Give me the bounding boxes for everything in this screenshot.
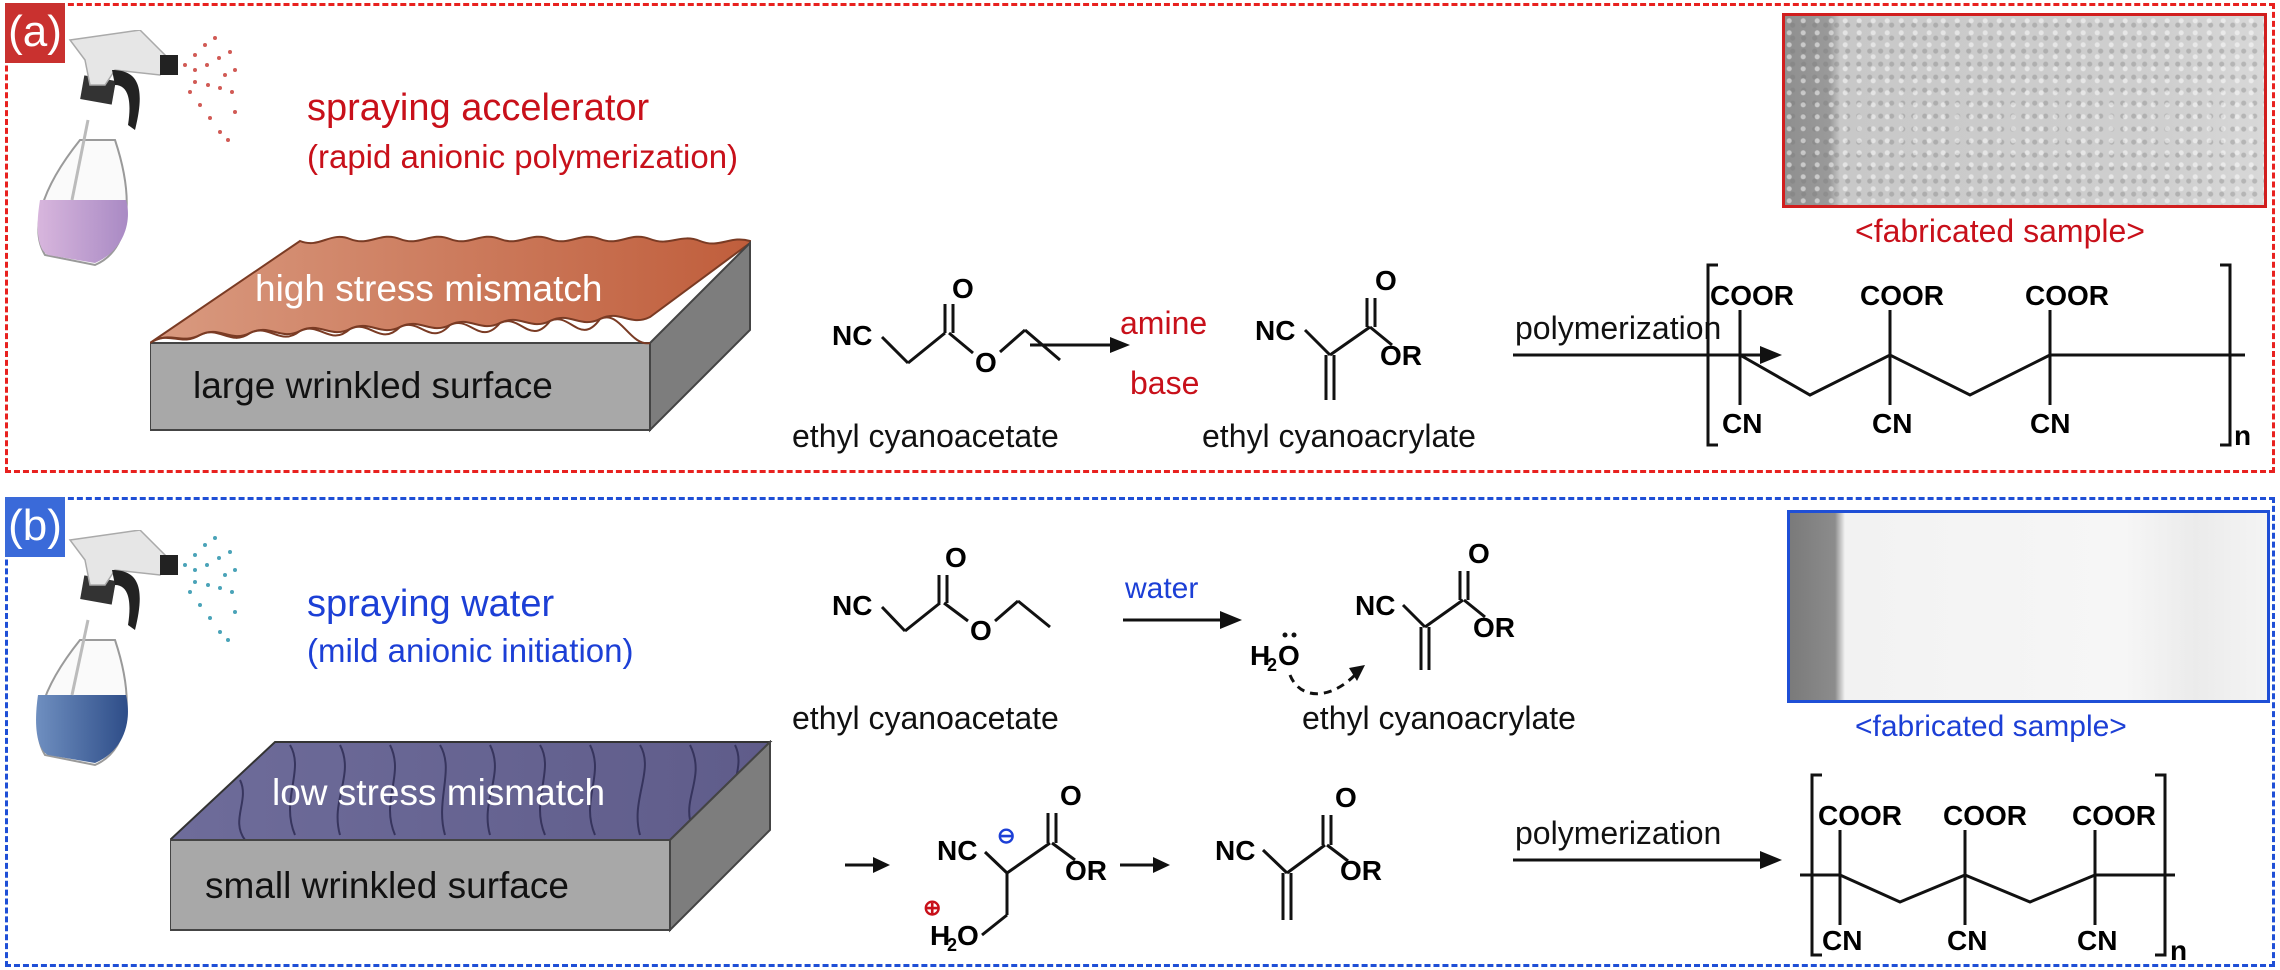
subscript-2: 2 — [1267, 655, 1277, 675]
reagent-water: water — [1125, 572, 1199, 605]
atom-o: O — [1468, 538, 1490, 569]
group-coor: COOR — [1818, 800, 1902, 831]
spray-mist — [183, 536, 237, 642]
polymer-structure-a: COOR COOR COOR CN CN CN — [1700, 263, 2245, 447]
reaction-arrow-a1 — [1030, 337, 1130, 353]
fabricated-sample-photo-a — [1782, 13, 2267, 208]
zwitterion-intermediate: NC ⊖ O OR ⊕ H 2 O — [923, 780, 1107, 955]
atom-nc: NC — [1355, 590, 1395, 621]
repeat-unit-n-a: n — [2234, 420, 2251, 451]
reactant-name-b: ethyl cyanoacetate — [792, 700, 1059, 736]
block-a-side-label: large wrinkled surface — [193, 365, 553, 406]
wrinkled-block-a — [150, 235, 751, 433]
group-coor: COOR — [1710, 280, 1794, 311]
panel-a: (a) — [5, 3, 2275, 473]
bracket-left — [1810, 773, 1822, 957]
lone-pair-dot — [1291, 632, 1297, 638]
panel-b-tag: (b) — [5, 497, 65, 557]
block-b-top-label: low stress mismatch — [272, 772, 606, 813]
group-cn: CN — [1822, 925, 1862, 956]
dashed-attack-arrow — [1288, 673, 1357, 696]
group-cn: CN — [2077, 925, 2117, 956]
block-b-side — [669, 740, 771, 933]
positive-charge: ⊕ — [923, 895, 941, 920]
atom-o: O — [952, 273, 974, 304]
panel-a-subtitle: (rapid anionic polymerization) — [307, 138, 739, 175]
atom-o: O — [1335, 782, 1357, 813]
photo-caption-b: <fabricated sample> — [1855, 710, 2127, 743]
lone-pair-dot — [1282, 632, 1288, 638]
group-coor: COOR — [2025, 280, 2109, 311]
group-cn: CN — [1872, 408, 1912, 439]
bottle-liquid — [37, 200, 128, 263]
wrinkled-block-b — [170, 740, 773, 933]
panel-b-title: spraying water — [307, 583, 555, 625]
ethyl-cyanoacetate-structure-a: NC O O — [832, 273, 1061, 378]
bottle-liquid — [36, 695, 128, 763]
group-cn: CN — [2030, 408, 2070, 439]
panel-a-tag: (a) — [5, 3, 65, 63]
spray-mist — [183, 36, 237, 142]
atom-nc: NC — [832, 590, 872, 621]
photo-caption-a: <fabricated sample> — [1855, 213, 2145, 249]
panel-b-subtitle: (mild anionic initiation) — [307, 632, 634, 669]
polymer-structure-b: COOR COOR COOR CN CN CN n — [1800, 773, 2187, 965]
group-coor: COOR — [1943, 800, 2027, 831]
panel-b: (b) — [5, 497, 2275, 967]
block-a-side — [649, 240, 751, 433]
group-cn: CN — [1722, 408, 1762, 439]
reactant-name-a: ethyl cyanoacetate — [792, 418, 1059, 454]
step-label-b: polymerization — [1515, 815, 1722, 851]
ethyl-cyanoacetate-structure-b: NC O O — [832, 542, 1051, 646]
group-coor: COOR — [1860, 280, 1944, 311]
cyanoacrylate-regenerated: NC O OR — [1215, 782, 1382, 920]
product-name-b: ethyl cyanoacrylate — [1302, 700, 1576, 736]
subscript-2: 2 — [947, 935, 957, 955]
mechanism-arrow-2 — [1120, 857, 1170, 873]
atom-nc: NC — [1255, 315, 1295, 346]
atom-o: O — [970, 615, 992, 646]
atom-nc: NC — [937, 835, 977, 866]
reagent-amine: amine — [1120, 305, 1208, 341]
repeat-unit-n: n — [2170, 935, 2187, 965]
atom-o: O — [975, 347, 997, 378]
atom-nc: NC — [1215, 835, 1255, 866]
atom-or: OR — [1065, 855, 1107, 886]
block-a-top-label: high stress mismatch — [255, 268, 603, 309]
product-name-a: ethyl cyanoacrylate — [1202, 418, 1476, 454]
bracket-right — [2155, 773, 2167, 957]
atom-h: H — [930, 920, 950, 951]
group-cn: CN — [1947, 925, 1987, 956]
atom-or: OR — [1380, 340, 1422, 371]
repeat-unit-n: n — [2234, 420, 2251, 451]
reaction-arrow-b1 — [1123, 611, 1242, 629]
fabricated-sample-photo-b — [1787, 510, 2270, 703]
step-label-a: polymerization — [1515, 310, 1722, 346]
panel-a-title: spraying accelerator — [307, 87, 650, 129]
ethyl-cyanoacrylate-structure-a: NC O OR — [1255, 265, 1422, 400]
atom-o: O — [1060, 780, 1082, 811]
atom-o: O — [945, 542, 967, 573]
reagent-base: base — [1130, 365, 1200, 401]
mechanism-arrow-1 — [845, 857, 890, 873]
polymerization-arrow-b — [1513, 851, 1782, 869]
water-attack-structure-b: H 2 O NC O OR — [1250, 538, 1515, 696]
atom-o: O — [1278, 640, 1300, 671]
group-coor: COOR — [2072, 800, 2156, 831]
mechanism-row-b: NC ⊖ O OR ⊕ H 2 O NC O OR — [845, 780, 1382, 955]
atom-h: H — [1250, 640, 1270, 671]
atom-o: O — [1375, 265, 1397, 296]
negative-charge: ⊖ — [997, 823, 1015, 848]
atom-nc: NC — [832, 320, 872, 351]
spray-bottle-icon — [37, 30, 237, 267]
spray-bottle-icon — [36, 530, 237, 767]
atom-o: O — [957, 920, 979, 951]
atom-or: OR — [1473, 612, 1515, 643]
block-b-side-label: small wrinkled surface — [205, 865, 569, 906]
